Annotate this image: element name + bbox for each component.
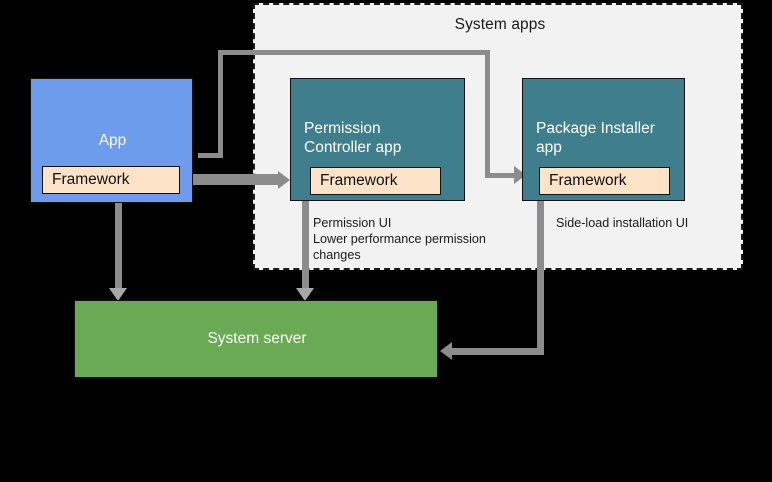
connector-return-left-vertical xyxy=(218,50,223,158)
package-installer-caption: Side-load installation UI xyxy=(556,216,689,230)
system-server-box[interactable]: System server xyxy=(74,300,438,378)
arrowhead-app-to-system-server xyxy=(109,288,127,301)
permission-controller-app-label: Permission Controller app xyxy=(304,120,402,156)
connector-package-installer-horizontal xyxy=(452,348,544,355)
connector-return-right-vertical xyxy=(485,50,490,178)
connector-package-installer-vertical xyxy=(537,201,544,351)
system-server-label: System server xyxy=(207,330,307,347)
arrowhead-package-installer-to-system-server xyxy=(440,342,452,360)
arrowhead-to-permission-controller xyxy=(278,171,290,189)
permission-controller-framework-box[interactable]: Framework xyxy=(310,167,441,195)
system-apps-label: System apps xyxy=(454,16,546,33)
connector-permission-controller-to-system-server xyxy=(302,201,309,291)
arrowhead-permission-controller-to-system-server xyxy=(296,288,314,301)
app-framework-box[interactable]: Framework xyxy=(42,166,180,194)
package-installer-framework-box[interactable]: Framework xyxy=(539,167,670,195)
app-label: App xyxy=(98,132,127,149)
package-installer-app-label: Package Installer app xyxy=(536,120,655,156)
connector-app-to-permission-controller xyxy=(165,174,280,185)
connector-return-stub xyxy=(198,153,223,158)
connector-return-top-horizontal xyxy=(218,50,490,55)
connector-return-to-package-installer xyxy=(485,173,517,178)
permission-controller-caption: Permission UI Lower performance permissi… xyxy=(313,216,486,262)
connector-app-to-system-server xyxy=(115,203,122,291)
